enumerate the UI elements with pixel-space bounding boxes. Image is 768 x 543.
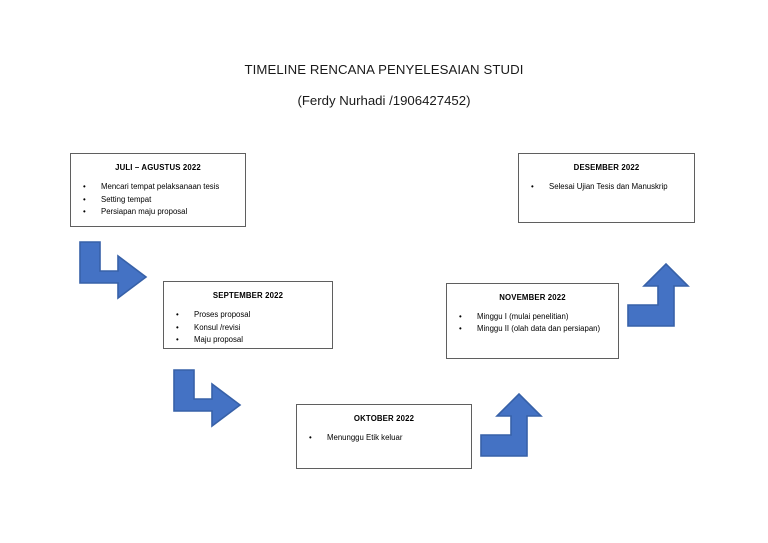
bullet-icon: • [83, 182, 86, 191]
box-bullet-list: • Minggu I (mulai penelitian) • Minggu II … [447, 311, 618, 336]
box-heading: NOVEMBER 2022 [499, 293, 566, 302]
arrow-down-right-icon [172, 368, 242, 428]
bullet-icon: • [83, 194, 86, 204]
list-item-label: Menunggu Etik keluar [327, 433, 403, 442]
bullet-icon: • [531, 182, 534, 191]
list-item: • Maju proposal [164, 334, 332, 347]
box-heading: OKTOBER 2022 [353, 414, 415, 423]
bullet-icon: • [83, 207, 86, 217]
list-item: • Persiapan maju proposal [71, 206, 245, 219]
box-heading: SEPTEMBER 2022 [212, 291, 284, 300]
page-title: TIMELINE RENCANA PENYELESAIAN STUDI [244, 62, 524, 77]
list-item-label: Setting tempat [101, 194, 152, 204]
list-item: • Menunggu Etik keluar [297, 432, 471, 445]
box-bullet-list: • Menunggu Etik keluar [297, 432, 471, 445]
list-item-label: Minggu I (mulai penelitian) [477, 312, 569, 321]
title-block: TIMELINE RENCANA PENYELESAIAN STUDI (Fer… [0, 62, 768, 109]
list-item: • Setting tempat [71, 194, 245, 207]
list-item-label: Persiapan maju proposal [101, 207, 188, 217]
list-item: • Konsul /revisi [164, 322, 332, 335]
list-item: • Minggu I (mulai penelitian) [447, 311, 618, 323]
arrow-down-right-icon [78, 240, 148, 300]
list-item: • Selesai Ujian Tesis dan Manuskrip [519, 181, 694, 194]
bullet-icon: • [459, 324, 462, 334]
list-item: • Minggu II (olah data dan persiapan) [447, 323, 618, 335]
bullet-icon: • [459, 312, 462, 321]
list-item-label: Konsul /revisi [194, 322, 241, 332]
list-item: • Mencari tempat pelaksanaan tesis [71, 181, 245, 194]
timeline-box-november: NOVEMBER 2022 • Minggu I (mulai penelitia… [446, 283, 619, 359]
page-subtitle: (Ferdy Nurhadi /1906427452) [297, 92, 471, 108]
list-item-label: Proses proposal [194, 310, 251, 319]
box-bullet-list: • Proses proposal • Konsul /revisi • Maju p… [164, 309, 332, 347]
list-item: • Proses proposal [164, 309, 332, 322]
timeline-box-september: SEPTEMBER 2022 • Proses proposal • Konsul … [163, 281, 333, 349]
list-item-label: Mencari tempat pelaksanaan tesis [101, 182, 220, 191]
bullet-icon: • [176, 335, 179, 345]
bullet-icon: • [176, 310, 179, 319]
bullet-icon: • [176, 322, 179, 332]
timeline-box-desember: DESEMBER 2022 • Selesai Ujian Tesis dan M… [518, 153, 695, 223]
list-item-label: Selesai Ujian Tesis dan Manuskrip [549, 182, 668, 191]
timeline-box-juli-agustus: JULI – AGUSTUS 2022 • Mencari tempat pela… [70, 153, 246, 227]
list-item-label: Maju proposal [194, 335, 243, 345]
arrow-right-up-icon [626, 262, 696, 328]
box-heading: DESEMBER 2022 [573, 163, 640, 172]
box-heading: JULI – AGUSTUS 2022 [115, 163, 201, 172]
box-bullet-list: • Selesai Ujian Tesis dan Manuskrip [519, 181, 694, 194]
list-item-label: Minggu II (olah data dan persiapan) [477, 324, 601, 334]
timeline-box-oktober: OKTOBER 2022 • Menunggu Etik keluar [296, 404, 472, 469]
bullet-icon: • [309, 433, 312, 442]
arrow-right-up-icon [479, 392, 549, 458]
box-bullet-list: • Mencari tempat pelaksanaan tesis • Setti… [71, 181, 245, 219]
